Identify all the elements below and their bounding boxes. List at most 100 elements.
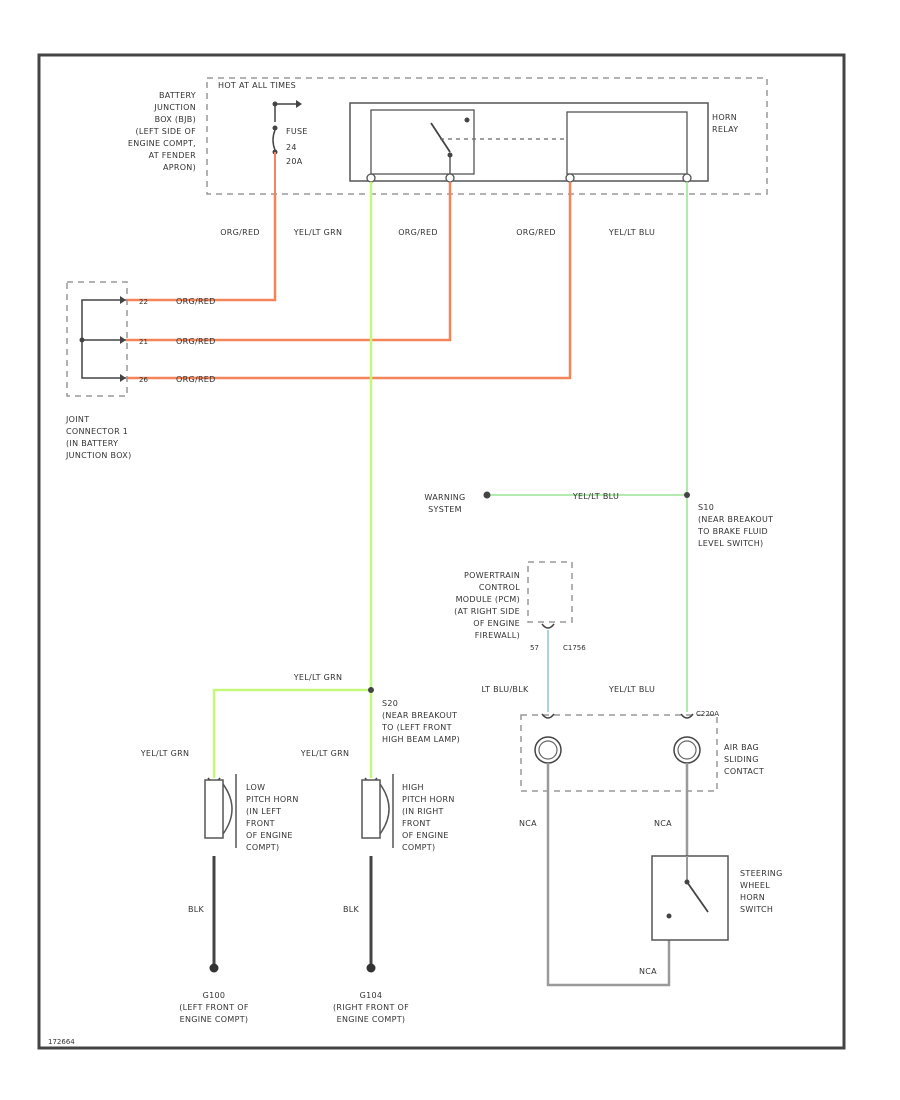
high-horn-line: OF ENGINE: [402, 831, 449, 840]
splice-line: TO BRAKE FLUID: [697, 527, 768, 536]
low-horn-label: LOW PITCH HORN (IN LEFT FRONT OF ENGINE …: [246, 783, 299, 852]
pcm-pin-symbol: [541, 623, 555, 629]
splice-s10-dot: [684, 492, 690, 498]
pcm-line: MODULE (PCM): [456, 595, 520, 604]
high-pitch-horn: [361, 774, 394, 848]
battery-box-line: AT FENDER: [149, 151, 197, 160]
pcm-line: (AT RIGHT SIDE: [454, 607, 520, 616]
joint-connector-outline: [66, 281, 128, 397]
pcm-pin-number: 57: [530, 644, 539, 652]
joint-connector-line: (IN BATTERY: [66, 439, 118, 448]
pcm-line: CONTROL: [479, 583, 520, 592]
steering-wheel-horn-switch-box: [651, 855, 729, 941]
wire-color-label: YEL/LT BLU: [608, 228, 655, 237]
ground-left-line: G100: [203, 991, 226, 1000]
pin-number: 21: [139, 338, 148, 346]
splice-line: HIGH BEAM LAMP): [382, 735, 460, 744]
wire-color-label: NCA: [639, 967, 657, 976]
figure-code: 172664: [48, 1038, 75, 1046]
wire-color-label: YEL/LT GRN: [293, 228, 343, 237]
splice-s10-label: S10 (NEAR BREAKOUT TO BRAKE FLUID LEVEL …: [697, 503, 773, 548]
wire-color-label: ORG/RED: [176, 375, 216, 384]
splice-line: (NEAR BREAKOUT: [698, 515, 773, 524]
steering-switch-label: STEERING: [740, 869, 783, 878]
pcm-line: POWERTRAIN: [464, 571, 520, 580]
fuse-rating: 20A: [286, 157, 303, 166]
battery-box-line: BATTERY: [159, 91, 196, 100]
wire-color-label: YEL/LT GRN: [300, 749, 350, 758]
wire-color-label: BLK: [343, 905, 360, 914]
wire-color-label: YEL/LT GRN: [293, 673, 343, 682]
wire-color-label: LT BLU/BLK: [481, 685, 529, 694]
clockspring-left: [534, 713, 562, 764]
splice-line: LEVEL SWITCH): [698, 539, 763, 548]
low-horn-line: PITCH HORN: [246, 795, 299, 804]
high-horn-line: PITCH HORN: [402, 795, 455, 804]
low-horn-line: FRONT: [246, 819, 275, 828]
pcm-line: FIREWALL): [475, 631, 520, 640]
wire-color-label: ORG/RED: [220, 228, 260, 237]
high-horn-label: HIGH PITCH HORN (IN RIGHT FRONT OF ENGIN…: [402, 783, 455, 852]
wire-color-label: ORG/RED: [516, 228, 556, 237]
fuse-symbol: [272, 100, 302, 194]
high-horn-line: (IN RIGHT: [402, 807, 444, 816]
joint-connector-label: JOINT CONNECTOR 1 (IN BATTERY JUNCTION B…: [65, 415, 132, 460]
joint-connector-line: JOINT: [65, 415, 89, 424]
warning-system-terminal: [483, 491, 491, 499]
low-horn-line: COMPT): [246, 843, 279, 852]
battery-junction-box-outline: [206, 77, 768, 195]
high-horn-line: HIGH: [402, 783, 424, 792]
wire-color-label: YEL/LT GRN: [140, 749, 190, 758]
steering-switch-label: WHEEL: [740, 881, 770, 890]
joint-connector-bus: [79, 296, 126, 382]
wire-color-label: NCA: [654, 819, 672, 828]
splice-line: (NEAR BREAKOUT: [382, 711, 457, 720]
ground-wires: [212, 856, 373, 968]
air-bag-sliding-contact-outline: [520, 714, 718, 792]
horn-relay-label: HORN: [712, 113, 737, 122]
wire-color-label: BLK: [188, 905, 205, 914]
high-horn-line: FRONT: [402, 819, 431, 828]
ground-right-line: (RIGHT FRONT OF: [333, 1003, 409, 1012]
ground-right-label: G104 (RIGHT FRONT OF ENGINE COMPT): [333, 991, 409, 1024]
wire-color-label: YEL/LT BLU: [572, 492, 619, 501]
battery-box-line: ENGINE COMPT,: [128, 139, 196, 148]
splice-line: TO (LEFT FRONT: [381, 723, 452, 732]
pin-number: 26: [139, 376, 148, 384]
splice-line: S10: [698, 503, 714, 512]
wire-color-label: ORG/RED: [398, 228, 438, 237]
hot-at-all-times-label: HOT AT ALL TIMES: [218, 81, 296, 90]
high-horn-line: COMPT): [402, 843, 435, 852]
horn-switch-contact: [666, 856, 709, 919]
warning-system-label: SYSTEM: [428, 505, 462, 514]
ground-right-line: G104: [360, 991, 383, 1000]
ground-left-line: (LEFT FRONT OF: [179, 1003, 249, 1012]
battery-box-line: BOX (BJB): [155, 115, 196, 124]
battery-box-line: APRON): [163, 163, 196, 172]
battery-box-label: BATTERY JUNCTION BOX (BJB) (LEFT SIDE OF…: [128, 91, 196, 172]
splice-s20-dot: [368, 687, 374, 693]
fuse-label: FUSE: [286, 127, 308, 136]
relay-terminal: [682, 173, 692, 183]
ground-left-line: ENGINE COMPT): [180, 1015, 249, 1024]
wire-color-label: ORG/RED: [176, 297, 216, 306]
steering-switch-label: SWITCH: [740, 905, 773, 914]
diagram-border: [37, 53, 846, 1050]
orange-wires: [126, 182, 572, 380]
ground-right-line: ENGINE COMPT): [337, 1015, 406, 1024]
air-bag-label: AIR BAG: [724, 743, 759, 752]
joint-connector-line: JUNCTION BOX): [65, 451, 132, 460]
air-bag-label: SLIDING: [724, 755, 759, 764]
wire-color-label: NCA: [519, 819, 537, 828]
yellow-green-wires: [212, 182, 373, 778]
pcm-outline: [527, 561, 573, 623]
ground-point-right: [366, 963, 376, 973]
fuse-number: 24: [286, 143, 297, 152]
pin-number: 22: [139, 298, 148, 306]
splice-s20-label: S20 (NEAR BREAKOUT TO (LEFT FRONT HIGH B…: [381, 699, 460, 744]
low-horn-line: (IN LEFT: [246, 807, 281, 816]
joint-connector-line: CONNECTOR 1: [66, 427, 128, 436]
yellow-blue-wires: [487, 182, 688, 712]
